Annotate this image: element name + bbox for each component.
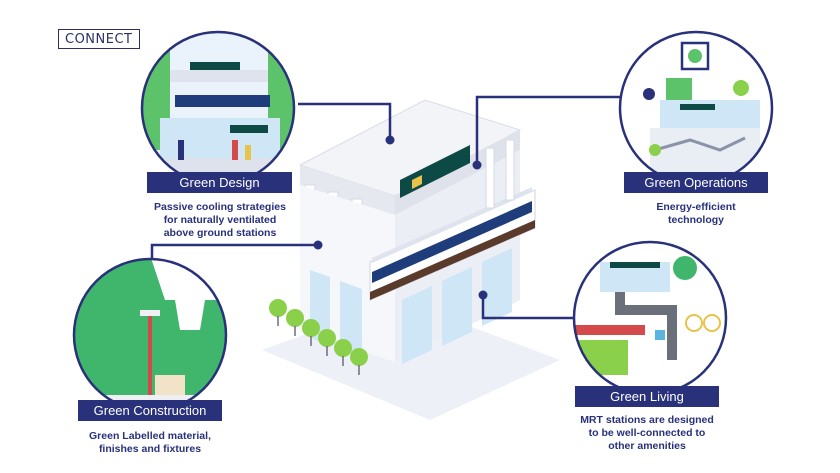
desc-green-living: MRT stations are designed to be well-con… [580,414,714,452]
circle-green-operations [618,30,774,186]
circle-green-construction [72,257,228,413]
brand-logo: CONNECT [58,29,140,49]
circle-green-living [572,240,728,396]
label-green-design: Green Design [147,172,292,193]
circle-green-design [140,30,296,186]
station-building [298,99,536,364]
trees [269,299,368,366]
connector-dots [313,135,488,300]
desc-green-construction: Green Labelled material, finishes and fi… [89,430,211,455]
check-icon [643,88,655,100]
label-green-living: Green Living [575,386,719,407]
label-green-construction: Green Construction [78,400,222,421]
label-green-operations: Green Operations [624,172,768,193]
fan-icon [666,78,692,100]
connector-lines [150,95,620,320]
desc-green-design: Passive cooling strategies for naturally… [154,201,286,239]
desc-green-operations: Energy-efficient technology [656,201,736,226]
leaf-icon [733,80,749,96]
